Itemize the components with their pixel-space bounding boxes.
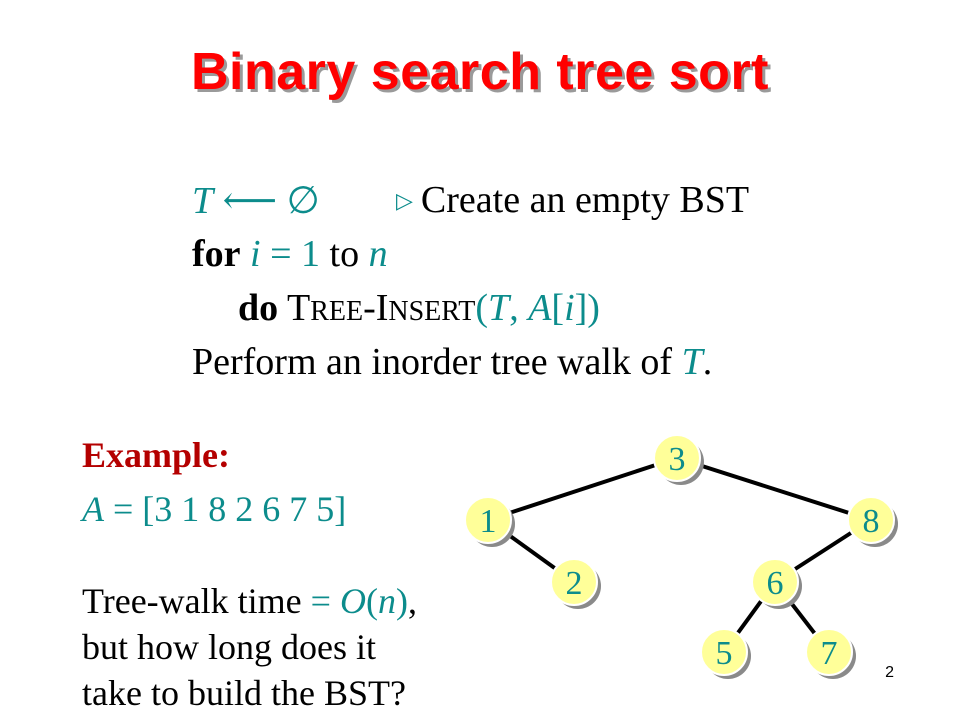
comment: ▷ Create an empty BST (396, 178, 749, 222)
slide-title: Binary search tree sort (191, 43, 769, 101)
var-t: T (192, 180, 214, 222)
tree-node-6: 6 (751, 558, 802, 609)
page-number: 2 (885, 664, 894, 681)
code-line-1: T ⟵ ∅ ▷ Create an empty BST (192, 178, 749, 223)
keyword-do: do (238, 287, 279, 329)
node-label: 1 (480, 503, 497, 540)
empty-set-symbol: ∅ (286, 180, 320, 222)
tree-node-8: 8 (847, 496, 898, 547)
equals: = (270, 233, 292, 275)
tree-node-2: 2 (550, 558, 601, 609)
assign-arrow: ⟵ (222, 180, 278, 222)
node-label: 5 (716, 635, 733, 672)
tree-node-5: 5 (700, 628, 751, 679)
node-label: 3 (669, 441, 686, 478)
code-line-2: for i = 1 to n (192, 232, 388, 276)
tree-node-1: 1 (464, 496, 515, 547)
node-circle (464, 496, 512, 544)
code-line-4: Perform an inorder tree walk of T. (192, 340, 712, 384)
node-circle (751, 558, 799, 606)
node-label: 6 (767, 565, 784, 602)
proc-args: (T, A[i]) (475, 287, 600, 329)
node-label: 7 (821, 635, 838, 672)
node-circle (550, 558, 598, 606)
node-label: 8 (863, 503, 880, 540)
tree-edge-n3-n1 (487, 456, 678, 522)
node-label: 2 (566, 565, 583, 602)
treewalk-line-1: Tree-walk time = O(n), (82, 581, 417, 621)
comment-triangle-icon: ▷ (396, 188, 413, 213)
example-label: Example: (82, 435, 230, 475)
proc-tree-insert: TREE-INSERT (286, 287, 476, 329)
keyword-for: for (192, 233, 241, 275)
tree-edge-n3-n8 (676, 456, 872, 522)
one: 1 (301, 233, 321, 275)
example-array: A = [3 1 8 2 6 7 5] (82, 489, 347, 529)
comment-text: Create an empty BST (420, 179, 750, 221)
node-circle (700, 628, 748, 676)
inorder-text: Perform an inorder tree walk of (192, 341, 682, 383)
node-circle (653, 434, 701, 482)
keyword-to: to (329, 233, 360, 275)
code-line-3: do TREE-INSERT(T, A[i]) (238, 286, 600, 330)
treewalk-line-3: take to build the BST? (82, 673, 406, 713)
node-circle (847, 496, 895, 544)
tree-node-3: 3 (653, 434, 704, 485)
node-circle (805, 628, 853, 676)
var-i: i (250, 233, 261, 275)
treewalk-line-2: but how long does it (82, 627, 376, 667)
var-n: n (368, 233, 388, 275)
tree-node-7: 7 (805, 628, 856, 679)
var-t-2: T (681, 341, 703, 383)
period: . (702, 341, 713, 383)
